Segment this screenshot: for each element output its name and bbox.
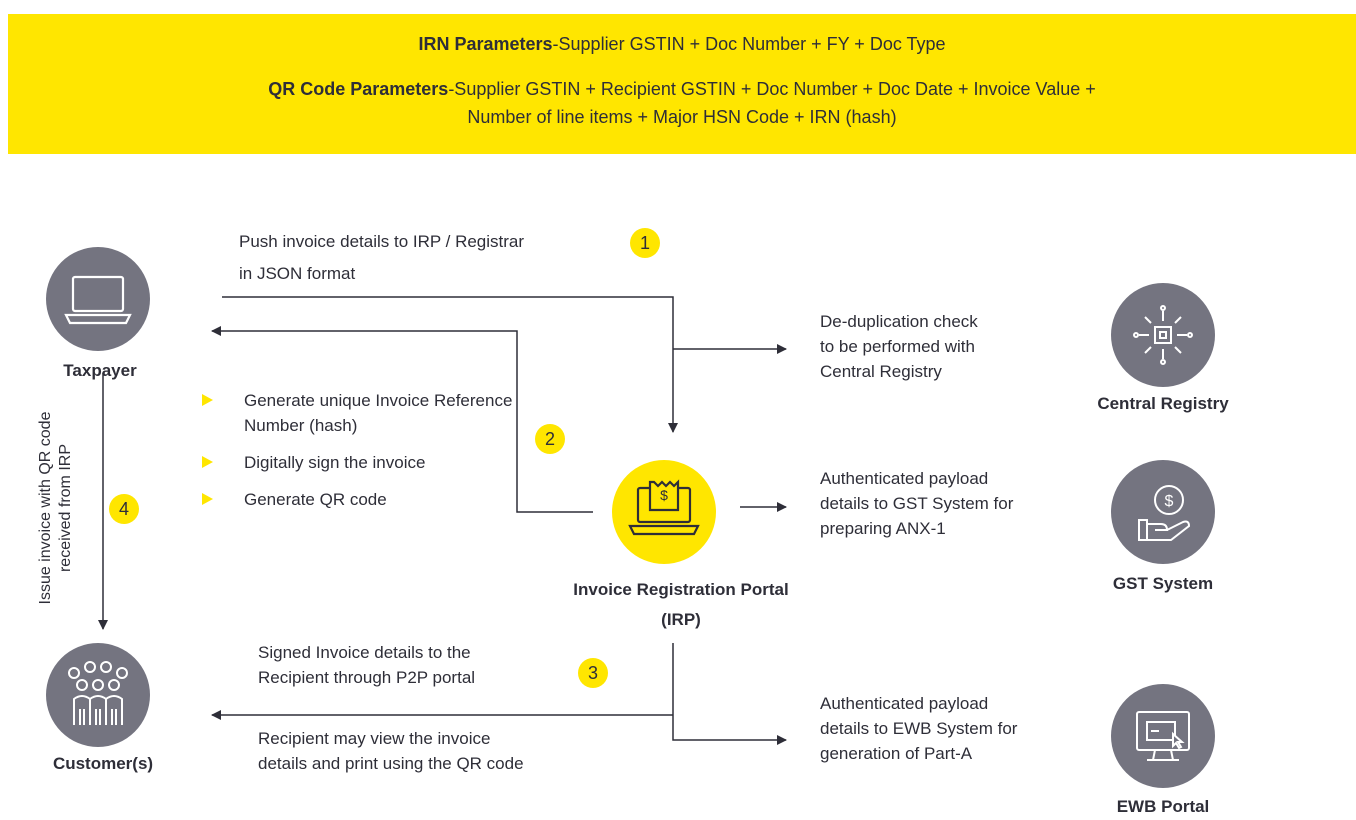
qr-parameters-label: QR Code Parameters bbox=[268, 79, 449, 99]
irn-parameters-label: IRN Parameters bbox=[418, 34, 553, 54]
customers-icon bbox=[46, 643, 150, 752]
qr-parameters-text-2: Number of line items + Major HSN Code + … bbox=[467, 107, 897, 127]
list-item: Generate unique Invoice Reference Number… bbox=[202, 388, 514, 438]
bullet-triangle-icon bbox=[202, 493, 213, 505]
signed-invoice-text-line1: Signed Invoice details to the bbox=[258, 643, 471, 662]
step-2-badge: 2 bbox=[535, 424, 565, 454]
customers-label: Customer(s) bbox=[52, 754, 154, 773]
central-registry-label: Central Registry bbox=[1097, 394, 1229, 413]
ewb-flow-text-line2: details to EWB System for bbox=[820, 719, 1018, 738]
ewb-flow-text-line3: generation of Part-A bbox=[820, 744, 973, 763]
irn-parameters-text: -Supplier GSTIN + Doc Number + FY + Doc … bbox=[552, 34, 946, 54]
parameters-banner: IRN Parameters-Supplier GSTIN + Doc Numb… bbox=[8, 14, 1356, 154]
step-3-badge: 3 bbox=[578, 658, 608, 688]
laptop-icon bbox=[46, 247, 150, 356]
dedup-text-line2: to be performed with bbox=[820, 337, 975, 356]
ewb-flow-text-line1: Authenticated payload bbox=[820, 694, 989, 713]
irp-label: Invoice Registration Portal (IRP) bbox=[538, 575, 824, 635]
push-text: Push invoice details to IRP / Registrar … bbox=[239, 229, 524, 286]
bullet-triangle-icon bbox=[202, 394, 213, 406]
chip-network-icon bbox=[1111, 283, 1215, 392]
dedup-text-line3: Central Registry bbox=[820, 362, 942, 381]
qr-parameters-text-1: -Supplier GSTIN + Recipient GSTIN + Doc … bbox=[448, 79, 1096, 99]
gst-flow-text-line3: preparing ANX-1 bbox=[820, 519, 946, 538]
push-text-line1: Push invoice details to IRP / Registrar bbox=[239, 232, 525, 251]
list-item: Digitally sign the invoice bbox=[202, 450, 514, 475]
ewb-portal-label: EWB Portal bbox=[1116, 797, 1210, 816]
hand-coin-icon: $ bbox=[1111, 460, 1215, 569]
issue-invoice-text-line1: Issue invoice with QR code bbox=[37, 411, 54, 605]
irp-down-line bbox=[672, 643, 787, 745]
gst-system-label: GST System bbox=[1112, 574, 1214, 593]
taxpayer-label: Taxpayer bbox=[63, 361, 137, 380]
recipient-view-text: Recipient may view the invoice details a… bbox=[258, 726, 524, 776]
gst-flow-text: Authenticated payload details to GST Sys… bbox=[820, 466, 1013, 541]
issue-invoice-text-line2: received from IRP bbox=[57, 443, 74, 573]
dedup-text-line1: De-duplication check bbox=[820, 312, 978, 331]
recipient-view-text-line2: details and print using the QR code bbox=[258, 754, 524, 773]
push-text-line2: in JSON format bbox=[239, 264, 356, 283]
recipient-view-text-line1: Recipient may view the invoice bbox=[258, 729, 491, 748]
signed-invoice-text-line2: Recipient through P2P portal bbox=[258, 668, 476, 687]
irp-actions-list: Generate unique Invoice Reference Number… bbox=[202, 388, 514, 524]
qr-parameters-line: QR Code Parameters-Supplier GSTIN + Reci… bbox=[8, 76, 1356, 102]
irn-parameters-line: IRN Parameters-Supplier GSTIN + Doc Numb… bbox=[8, 31, 1356, 57]
push-arrow bbox=[222, 296, 678, 433]
signed-invoice-text: Signed Invoice details to the Recipient … bbox=[258, 640, 475, 690]
irp-label-line2: (IRP) bbox=[661, 610, 701, 629]
gst-flow-text-line1: Authenticated payload bbox=[820, 469, 989, 488]
return-arrow bbox=[211, 326, 593, 513]
irp-label-line1: Invoice Registration Portal bbox=[573, 580, 789, 599]
svg-text:$: $ bbox=[1165, 493, 1174, 510]
monitor-icon bbox=[1111, 684, 1215, 793]
step-1-badge: 1 bbox=[630, 228, 660, 258]
step-4-badge: 4 bbox=[109, 494, 139, 524]
dedup-text: De-duplication check to be performed wit… bbox=[820, 309, 978, 384]
svg-text:$: $ bbox=[660, 487, 668, 503]
ewb-flow-text: Authenticated payload details to EWB Sys… bbox=[820, 691, 1017, 766]
invoice-portal-icon: $ bbox=[602, 460, 736, 575]
gst-flow-text-line2: details to GST System for bbox=[820, 494, 1014, 513]
bullet-triangle-icon bbox=[202, 456, 213, 468]
list-item: Generate QR code bbox=[202, 487, 514, 512]
